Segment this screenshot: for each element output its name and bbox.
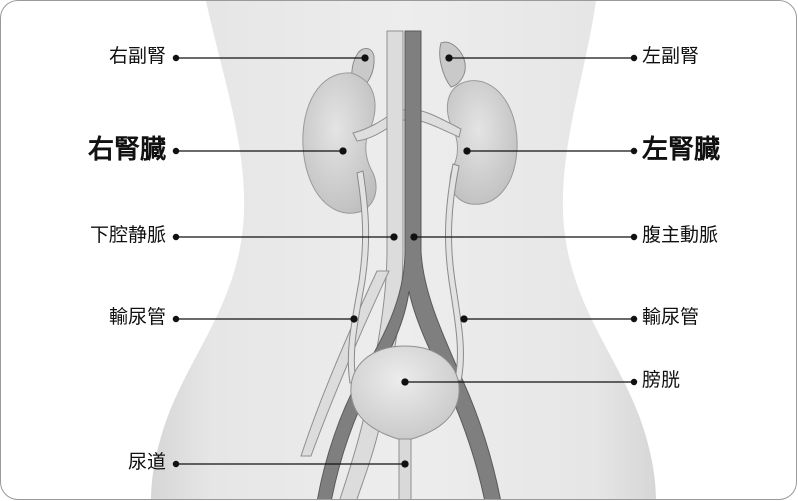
label-left-adrenal: 左副腎 [642,47,699,66]
label-abdominal-aorta: 腹主動脈 [642,226,718,245]
urethra [399,439,411,500]
label-right-adrenal: 右副腎 [109,47,166,66]
label-left-ureter: 輸尿管 [642,308,699,327]
label-bladder: 膀胱 [642,371,680,390]
label-right-kidney: 右腎臓 [88,137,166,163]
label-left-kidney: 左腎臓 [642,137,720,163]
label-urethra: 尿道 [128,453,166,472]
label-right-ureter: 輸尿管 [109,308,166,327]
label-inferior-vena-cava: 下腔静脈 [90,226,166,245]
